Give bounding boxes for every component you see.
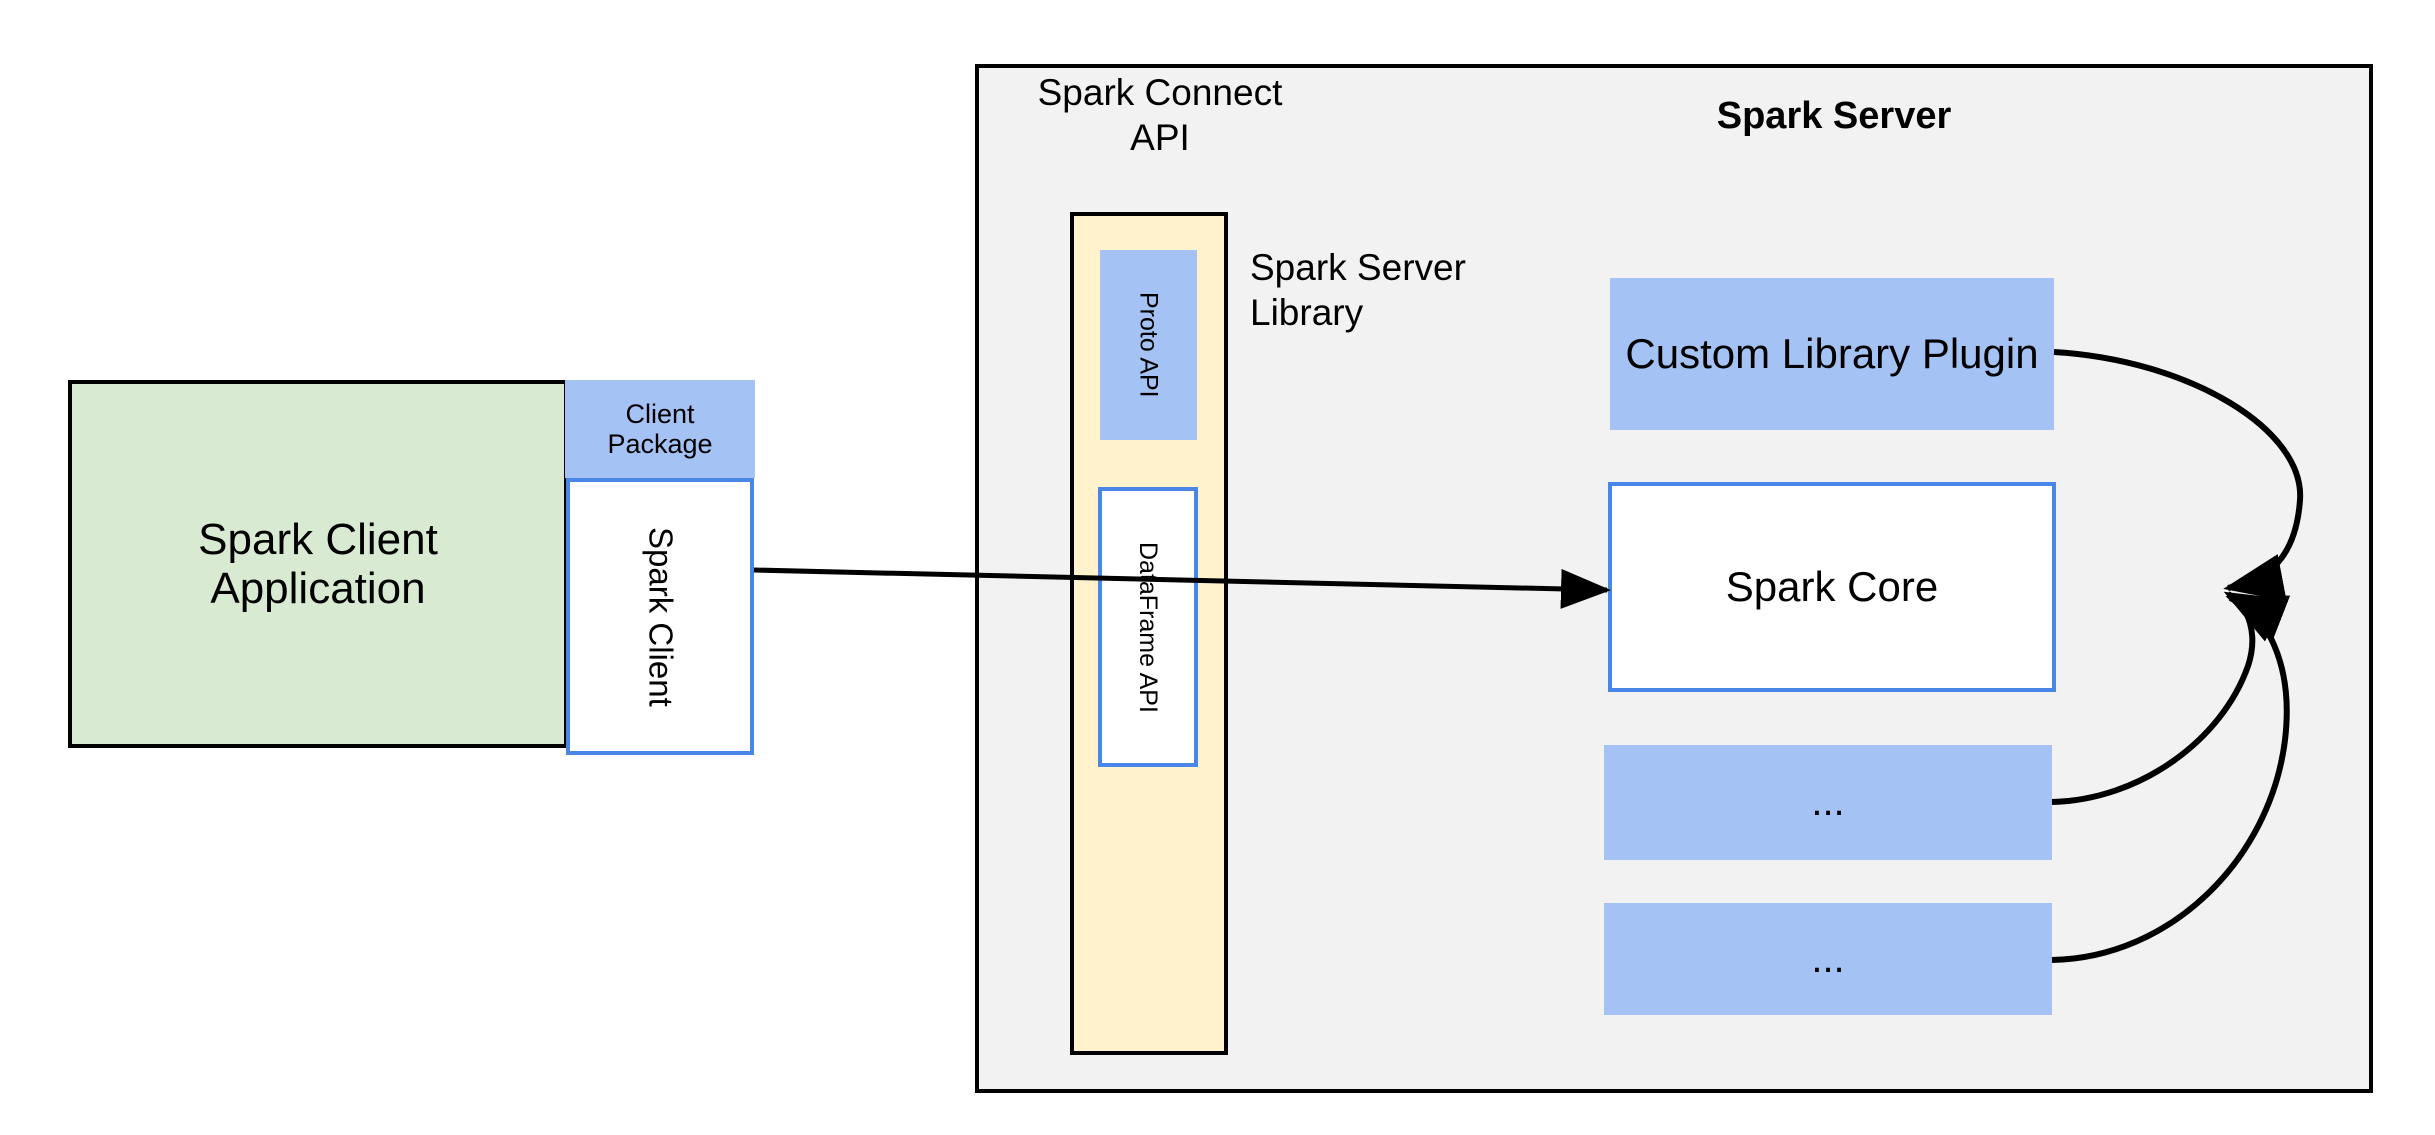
spark-server-title: Spark Server [1716,95,1952,137]
custom-library-plugin-box: Custom Library Plugin [1610,278,2054,430]
placeholder-label-1: ... [1811,780,1845,825]
client-package-box: Client Package [565,380,755,478]
spark-client-application-box: Spark Client Application [68,380,568,748]
placeholder-component-box-1: ... [1604,745,2052,860]
spark-connect-api-label: Spark Connect API [1010,70,1310,160]
label-line-2: Package [607,429,713,459]
label-line-1: Spark Connect [1037,72,1283,113]
placeholder-component-box-2: ... [1604,903,2052,1015]
spark-client-application-label: Spark Client Application [198,515,438,614]
spark-core-label: Spark Core [1725,563,1939,611]
label-line-2: API [1130,117,1190,159]
spark-core-box: Spark Core [1608,482,2056,692]
proto-api-label: Proto API [1134,292,1163,398]
label-line-1: Spark Client [198,514,438,564]
dataframe-api-label: DataFrame API [1134,541,1162,713]
client-package-label: Client Package [607,399,712,459]
spark-client-label: Spark Client [642,526,680,707]
label-line-1: Spark Server [1250,247,1466,288]
label-line-1: Client [625,398,695,429]
dataframe-api-box: DataFrame API [1098,487,1198,767]
proto-api-box: Proto API [1100,250,1197,440]
placeholder-label-2: ... [1811,936,1845,981]
label-line-2: Application [210,564,426,613]
spark-server-library-label: Spark Server Library [1250,245,1550,335]
custom-library-plugin-label: Custom Library Plugin [1625,330,2039,378]
label-line-2: Library [1250,292,1364,334]
spark-client-box: Spark Client [566,478,754,755]
